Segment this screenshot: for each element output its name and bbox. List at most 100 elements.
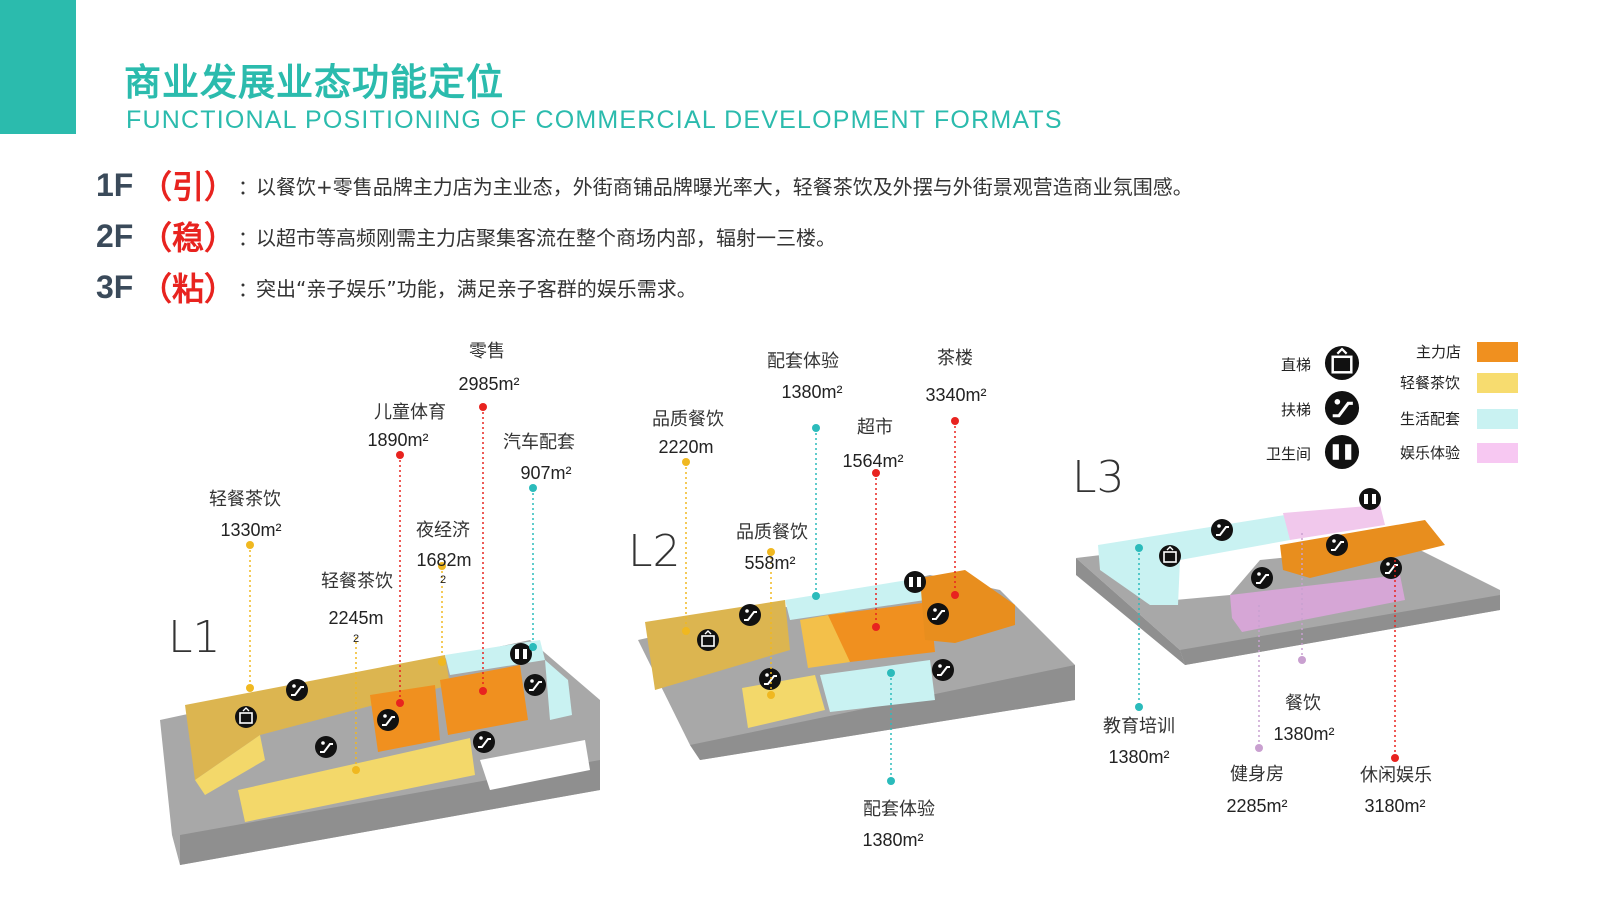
floor-colon: ：: [238, 276, 258, 301]
l2-base-side: [690, 665, 1075, 760]
l1-shop-light-food-front: [195, 735, 265, 795]
legend-label-elevator: 直梯: [1281, 356, 1311, 374]
callout-name: 轻餐茶饮: [321, 571, 393, 592]
legend-swatch-living: [1477, 409, 1518, 429]
floor-3f-description: 3F （粘） ： 突出“亲子娱乐”功能，满足亲子客群的娱乐需求。: [96, 265, 697, 309]
l3-entertainment-top: [1283, 505, 1385, 540]
escalator-icon: [314, 735, 338, 759]
escalator-icon: [1323, 389, 1361, 427]
l2-anchor-teahouse: [920, 570, 1015, 643]
legend-label-escalator: 扶梯: [1281, 401, 1311, 419]
escalator-icon: [523, 673, 547, 697]
elevator-icon: [696, 628, 720, 652]
escalator-icon: [738, 603, 762, 627]
legend-label-entertainment: 娱乐体验: [1400, 444, 1460, 462]
accent-bar: [0, 0, 76, 134]
callout-name: 配套体验: [767, 351, 839, 372]
escalator-icon: [472, 730, 496, 754]
page-subtitle: FUNCTIONAL POSITIONING OF COMMERCIAL DEV…: [126, 106, 1063, 134]
floor-colon: ：: [238, 225, 258, 250]
callout-area: 1380m²: [781, 382, 842, 402]
l1-anchor-kids: [370, 685, 440, 752]
floor-tag: （稳）: [140, 219, 237, 257]
callout-area: 1890m²: [367, 430, 428, 450]
callout-area: 1330m²: [220, 520, 281, 540]
legend-swatch-entertainment: [1477, 443, 1518, 463]
callout-area: 907m²: [520, 463, 571, 483]
escalator-icon: [285, 678, 309, 702]
restroom-icon: [1359, 488, 1381, 510]
callout-name: 休闲娱乐: [1360, 765, 1432, 786]
elevator-icon: [234, 705, 258, 729]
l1-anchor-retail: [440, 665, 528, 735]
level-label-l1: L1: [168, 612, 221, 663]
callout-area: 1380m²: [1273, 724, 1334, 744]
callout-area: 1564m²: [842, 451, 903, 471]
floor-plan-l3: L3: [1072, 452, 1500, 665]
escalator-icon: [1210, 518, 1234, 542]
l3-living-education: [1098, 515, 1290, 605]
callout-name: 茶楼: [937, 348, 973, 369]
l3-base-side: [1180, 595, 1500, 665]
floor-1f-description: 1F （引） ： 以餐饮+零售品牌主力店为主业态，外街商铺品牌曝光率大，轻餐茶饮…: [96, 163, 1193, 207]
callout-name: 健身房: [1230, 764, 1284, 785]
floor-text: 以餐饮+零售品牌主力店为主业态，外街商铺品牌曝光率大，轻餐茶饮及外摆与外街景观营…: [256, 174, 1193, 199]
level-label-l2: L2: [628, 526, 681, 577]
l1-callouts: 轻餐茶饮 1330m² 轻餐茶饮 2245m 2 儿童体育 1890m² 夜经济…: [209, 341, 575, 774]
escalator-icon: [926, 602, 950, 626]
legend-label-light-food: 轻餐茶饮: [1400, 374, 1460, 392]
callout-area: 2985m²: [458, 374, 519, 394]
legend-label-living: 生活配套: [1400, 410, 1460, 428]
legend-swatch-light-food: [1477, 373, 1518, 393]
callout-area: 1380m²: [1108, 747, 1169, 767]
l1-shop-light-food: [185, 655, 450, 780]
callout-name: 超市: [857, 417, 893, 438]
callout-name: 轻餐茶饮: [209, 489, 281, 510]
callout-area: 558m²: [744, 553, 795, 573]
callout-area: 1682m: [416, 550, 471, 570]
callout-area: 2245m: [328, 608, 383, 628]
floor-plan-l1: L1: [160, 612, 600, 865]
callout-name: 配套体验: [863, 799, 935, 820]
legend-label-restroom: 卫生间: [1266, 445, 1311, 463]
l2-living: [785, 578, 925, 620]
restroom-icon: [510, 643, 532, 665]
callout-area-suffix: 2: [440, 574, 446, 586]
callout-area: 3180m²: [1364, 796, 1425, 816]
callout-area: 3340m²: [925, 385, 986, 405]
l2-callouts: 品质餐饮 2220m 品质餐饮 558m² 配套体验 1380m² 超市 156…: [652, 348, 987, 850]
l3-base-side-left: [1076, 558, 1185, 665]
floor-plan-l2: L2: [628, 526, 1075, 760]
escalator-icon: [1250, 566, 1274, 590]
l1-shop-light-food-2: [238, 738, 475, 822]
level-label-l3: L3: [1072, 452, 1125, 503]
l3-anchor-leisure: [1280, 520, 1445, 578]
legend: 直梯 扶梯 卫生间 主力店 轻餐茶饮 生活配套 娱乐体验: [1266, 342, 1518, 470]
l1-open-area: [480, 740, 590, 790]
callout-name: 零售: [469, 341, 505, 362]
elevator-icon: [1323, 344, 1361, 382]
elevator-icon: [1158, 544, 1182, 568]
callout-name: 品质餐饮: [736, 522, 808, 543]
l2-anchor-supermarket: [828, 602, 935, 662]
floor-number: 2F: [96, 217, 134, 254]
escalator-icon: [1325, 533, 1349, 557]
floor-number: 3F: [96, 268, 134, 305]
l2-shop-food-3: [742, 675, 825, 728]
floor-tag: （粘）: [140, 270, 237, 308]
callout-area-suffix: 2: [353, 633, 359, 645]
escalator-icon: [931, 658, 955, 682]
callout-name: 夜经济: [416, 520, 470, 541]
restroom-icon: [1324, 434, 1360, 470]
callout-area: 1380m²: [862, 830, 923, 850]
callout-name: 儿童体育: [374, 402, 446, 423]
callout-name: 教育培训: [1103, 716, 1175, 737]
floor-text: 突出“亲子娱乐”功能，满足亲子客群的娱乐需求。: [256, 276, 697, 301]
page-title: 商业发展业态功能定位: [124, 61, 504, 104]
legend-label-anchor: 主力店: [1416, 343, 1461, 361]
floor-colon: ：: [238, 174, 258, 199]
floor-text: 以超市等高频刚需主力店聚集客流在整个商场内部，辐射一三楼。: [256, 225, 836, 250]
callout-area: 2220m: [658, 437, 713, 457]
l2-living-2: [820, 660, 935, 712]
